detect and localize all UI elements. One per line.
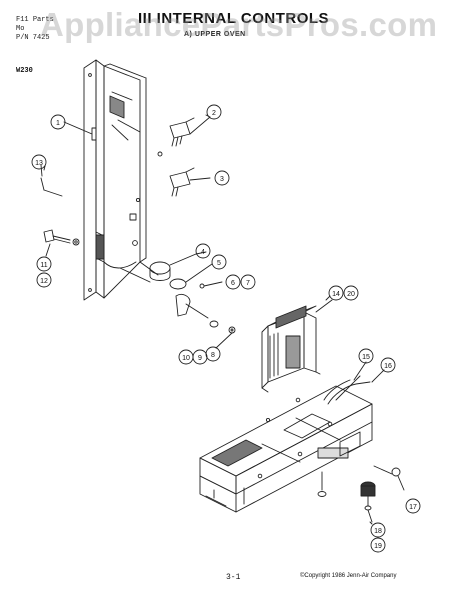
header-line3: P/N 7425 — [16, 34, 50, 42]
callout-5: 5 — [211, 254, 227, 270]
callout-18: 18 — [370, 522, 386, 538]
callout-19: 19 — [370, 537, 386, 553]
callout-14-label: 14 — [332, 291, 340, 298]
callout-1: 1 — [50, 114, 66, 130]
page-number: 3-1 — [226, 573, 241, 582]
callout-20: 20 — [343, 285, 359, 301]
callout-7: 7 — [240, 274, 256, 290]
callout-markers: 1 2 3 13 11 12 — [31, 104, 421, 553]
callout-20-label: 20 — [347, 291, 355, 298]
knob-part-18-19 — [360, 481, 376, 523]
callout-9-label: 9 — [198, 355, 202, 362]
page-title: III INTERNAL CONTROLS — [138, 10, 330, 27]
callout-5-label: 5 — [217, 260, 221, 267]
callout-16-label: 16 — [384, 363, 392, 370]
callout-10-label: 10 — [182, 355, 190, 362]
header-info: F11 Parts Mo P/N 7425 — [16, 16, 54, 43]
callout-15: 15 — [358, 348, 374, 364]
base-chassis — [199, 385, 373, 513]
callout-6: 6 — [225, 274, 241, 290]
callout-17-label: 17 — [409, 504, 417, 511]
microswitch-part-2 — [169, 116, 211, 147]
rod-part-13 — [40, 164, 63, 197]
callout-6-label: 6 — [231, 280, 235, 287]
callout-19-label: 19 — [374, 543, 382, 550]
transformer-part-14-20 — [261, 299, 333, 393]
callout-8-label: 8 — [211, 352, 215, 359]
screw-part-17 — [373, 465, 405, 491]
header-line1b: Parts — [32, 16, 54, 24]
callout-2-label: 2 — [212, 110, 216, 117]
callout-1-label: 1 — [56, 120, 60, 127]
header-line1: F11 — [16, 16, 29, 24]
control-bracket-panel — [83, 59, 163, 301]
callout-4-label: 4 — [201, 249, 205, 256]
callout-8: 8 — [205, 346, 221, 362]
screw-bottom — [317, 471, 327, 497]
header-line2: Mo — [16, 25, 25, 33]
callout-15-label: 15 — [362, 354, 370, 361]
copyright-notice: ©Copyright 1986 Jenn-Air Company — [300, 573, 397, 579]
callout-14: 14 — [328, 285, 344, 301]
callout-10: 10 — [178, 349, 194, 365]
callout-3: 3 — [214, 170, 230, 186]
callout-4: 4 — [195, 243, 211, 259]
leader-lines — [43, 114, 385, 525]
model-label: W230 — [16, 67, 33, 75]
callout-13: 13 — [31, 154, 47, 170]
callout-12: 12 — [36, 272, 52, 288]
callout-9: 9 — [192, 349, 208, 365]
callout-16: 16 — [380, 357, 396, 373]
callout-11-label: 11 — [40, 262, 47, 269]
callout-18-label: 18 — [374, 528, 382, 535]
solenoid-part-4-5 — [119, 253, 236, 349]
callout-3-label: 3 — [220, 176, 224, 183]
page-subtitle: A) UPPER OVEN — [184, 31, 246, 38]
microswitch-part-3 — [169, 167, 211, 197]
callout-17: 17 — [405, 498, 421, 514]
callout-12-label: 12 — [40, 278, 48, 285]
wire-harness-part-15-16 — [323, 375, 371, 405]
callout-11: 11 — [36, 256, 52, 272]
callout-7-label: 7 — [246, 280, 250, 287]
callout-13-label: 13 — [35, 160, 43, 167]
callout-2: 2 — [206, 104, 222, 120]
screw-part-11-12 — [43, 229, 80, 257]
